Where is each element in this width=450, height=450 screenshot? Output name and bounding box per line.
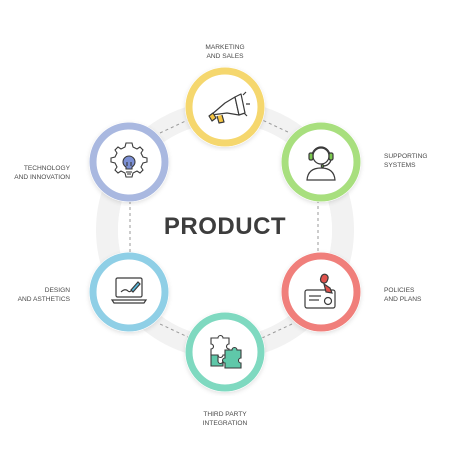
node-marketing — [181, 63, 269, 151]
design-ring — [89, 252, 169, 332]
label-marketing: MARKETING AND SALES — [195, 43, 255, 61]
center-disc — [118, 123, 332, 337]
dashed-connectors — [129, 117, 319, 339]
gear-bulb-icon — [110, 142, 148, 178]
node-design — [85, 248, 173, 336]
label-technology-line-1: TECHNOLOGY — [23, 165, 70, 172]
center-title: PRODUCT — [163, 213, 287, 240]
label-supporting-line-1: SUPPORTING — [384, 153, 428, 160]
node-policies — [277, 248, 365, 336]
label-third-party-line-1: THIRD PARTY — [203, 411, 247, 418]
puzzle-icon — [210, 334, 242, 369]
laptop-pen-icon — [110, 277, 148, 304]
label-marketing-line-1: MARKETING — [205, 44, 245, 51]
node-third-party — [181, 308, 269, 396]
label-design-line-1: DESIGN — [44, 287, 70, 294]
label-policies: POLICIES AND PLANS — [384, 286, 444, 304]
label-supporting-line-2: SYSTEMS — [384, 162, 416, 169]
stamp-icon — [304, 273, 336, 309]
marketing-ring — [185, 67, 265, 147]
label-design: DESIGN AND ASTHETICS — [6, 286, 70, 304]
technology-ring — [89, 122, 169, 202]
supporting-ring — [281, 122, 361, 202]
label-marketing-line-2: AND SALES — [206, 53, 244, 60]
label-technology-line-2: AND INNOVATION — [14, 174, 70, 181]
label-supporting: SUPPORTING SYSTEMS — [384, 152, 444, 170]
label-policies-line-2: AND PLANS — [384, 296, 422, 303]
label-design-line-2: AND ASTHETICS — [17, 296, 70, 303]
node-supporting — [277, 118, 365, 206]
megaphone-icon — [208, 91, 250, 124]
support-agent-icon — [306, 146, 336, 181]
label-third-party-line-2: INTEGRATION — [202, 420, 248, 427]
label-technology: TECHNOLOGY AND INNOVATION — [4, 164, 70, 182]
third-party-ring — [185, 312, 265, 392]
node-technology — [85, 118, 173, 206]
label-policies-line-1: POLICIES — [384, 287, 415, 294]
label-third-party: THIRD PARTY INTEGRATION — [190, 410, 260, 428]
policies-ring — [281, 252, 361, 332]
